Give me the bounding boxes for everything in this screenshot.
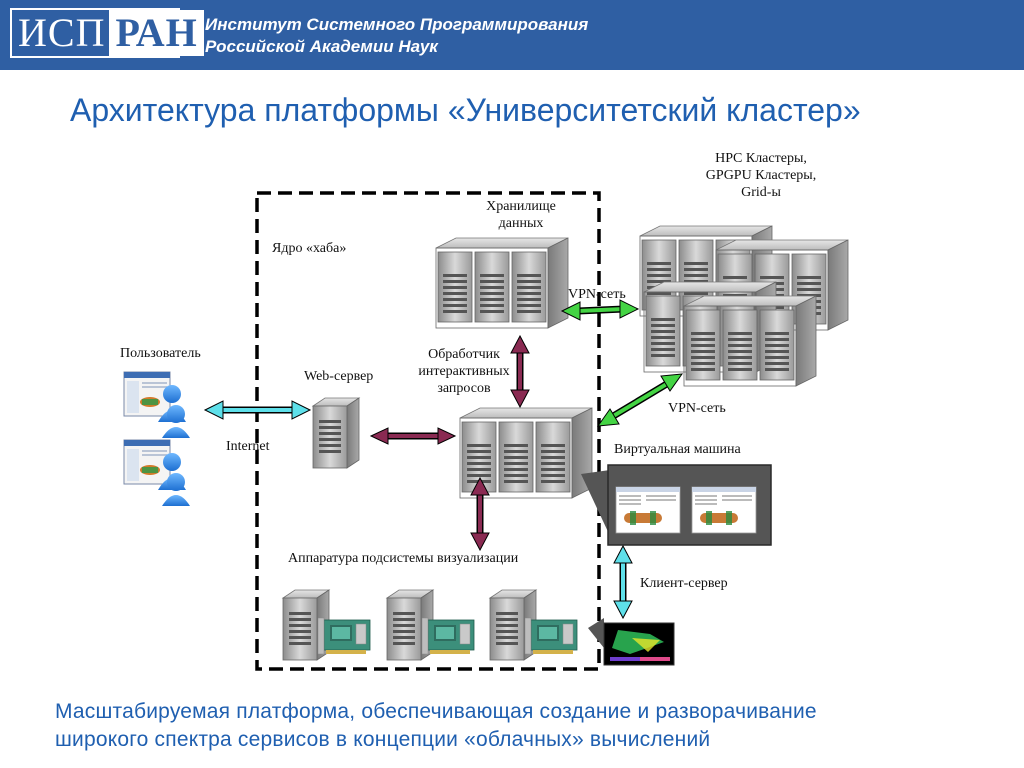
- label-clusters: HPC Кластеры, GPGPU Кластеры, Grid-ы: [686, 150, 836, 201]
- user-workstation-icon-2: [123, 439, 191, 507]
- label-clusters-line3: Grid-ы: [741, 185, 781, 200]
- user-workstation-icon-1: [123, 371, 191, 439]
- storage-server-icon: [436, 238, 568, 328]
- vm-window-icon-1: [615, 486, 681, 534]
- label-storage: Хранилище данных: [466, 198, 576, 232]
- label-clusters-line1: HPC Кластеры,: [715, 151, 807, 166]
- client-visualization-screen: [588, 618, 675, 666]
- arrow-client-server: [613, 544, 633, 620]
- gpu-card-icon-2: [421, 617, 475, 655]
- isp-ras-logo: ИСП РАН: [10, 8, 204, 58]
- web-server-icon: [312, 397, 360, 469]
- label-vpn-bottom: VPN-сеть: [668, 401, 726, 416]
- arrow-webserver-handler: [369, 427, 457, 445]
- label-web-server: Web-сервер: [304, 369, 374, 384]
- footer-line1: Масштабируемая платформа, обеспечивающая…: [55, 700, 817, 723]
- virtual-machine-panel: [581, 464, 772, 546]
- arrow-handler-visualization: [470, 476, 490, 552]
- slide-title: Архитектура платформы «Университетский к…: [70, 92, 861, 128]
- header-bar: ИСП РАН Институт Системного Программиров…: [0, 0, 1024, 70]
- hub-core-frame: [255, 191, 601, 671]
- label-handler: Обработчик интерактивных запросов: [404, 346, 524, 397]
- label-handler-line1: Обработчик: [428, 347, 500, 362]
- label-internet: Internet: [226, 439, 270, 454]
- arrow-internet-user-webserver: [203, 400, 312, 420]
- gpu-card-icon-3: [524, 617, 578, 655]
- institute-name-line2: Российской Академии Наук: [205, 37, 438, 56]
- label-storage-line1: Хранилище: [486, 199, 556, 214]
- institute-name: Институт Системного Программирования Рос…: [205, 14, 588, 58]
- logo-text-left: ИСП: [18, 10, 106, 55]
- footer-line2: широкого спектра сервисов в концепции «о…: [55, 728, 711, 751]
- label-handler-line2: интерактивных: [418, 364, 510, 379]
- institute-name-line1: Институт Системного Программирования: [205, 15, 589, 34]
- arrow-storage-handler: [510, 334, 530, 409]
- arrow-vpn-handler-clusters: [596, 373, 684, 427]
- label-hub-core: Ядро «хаба»: [272, 241, 347, 256]
- label-handler-line3: запросов: [437, 381, 491, 396]
- label-user: Пользователь: [120, 346, 201, 361]
- label-virtual-machine: Виртуальная машина: [614, 442, 741, 457]
- label-visualization-hardware: Аппаратура подсистемы визуализации: [288, 551, 519, 566]
- footer-caption: Масштабируемая платформа, обеспечивающая…: [55, 698, 817, 754]
- vm-window-icon-2: [691, 486, 757, 534]
- logo-text-right: РАН: [109, 10, 204, 56]
- arrow-vpn-storage-clusters: [560, 299, 640, 321]
- label-clusters-line2: GPGPU Кластеры,: [705, 168, 817, 183]
- label-vpn-top: VPN-сеть: [568, 287, 626, 302]
- gpu-card-icon-1: [317, 617, 371, 655]
- label-client-server: Клиент-сервер: [640, 576, 728, 591]
- label-storage-line2: данных: [498, 216, 544, 231]
